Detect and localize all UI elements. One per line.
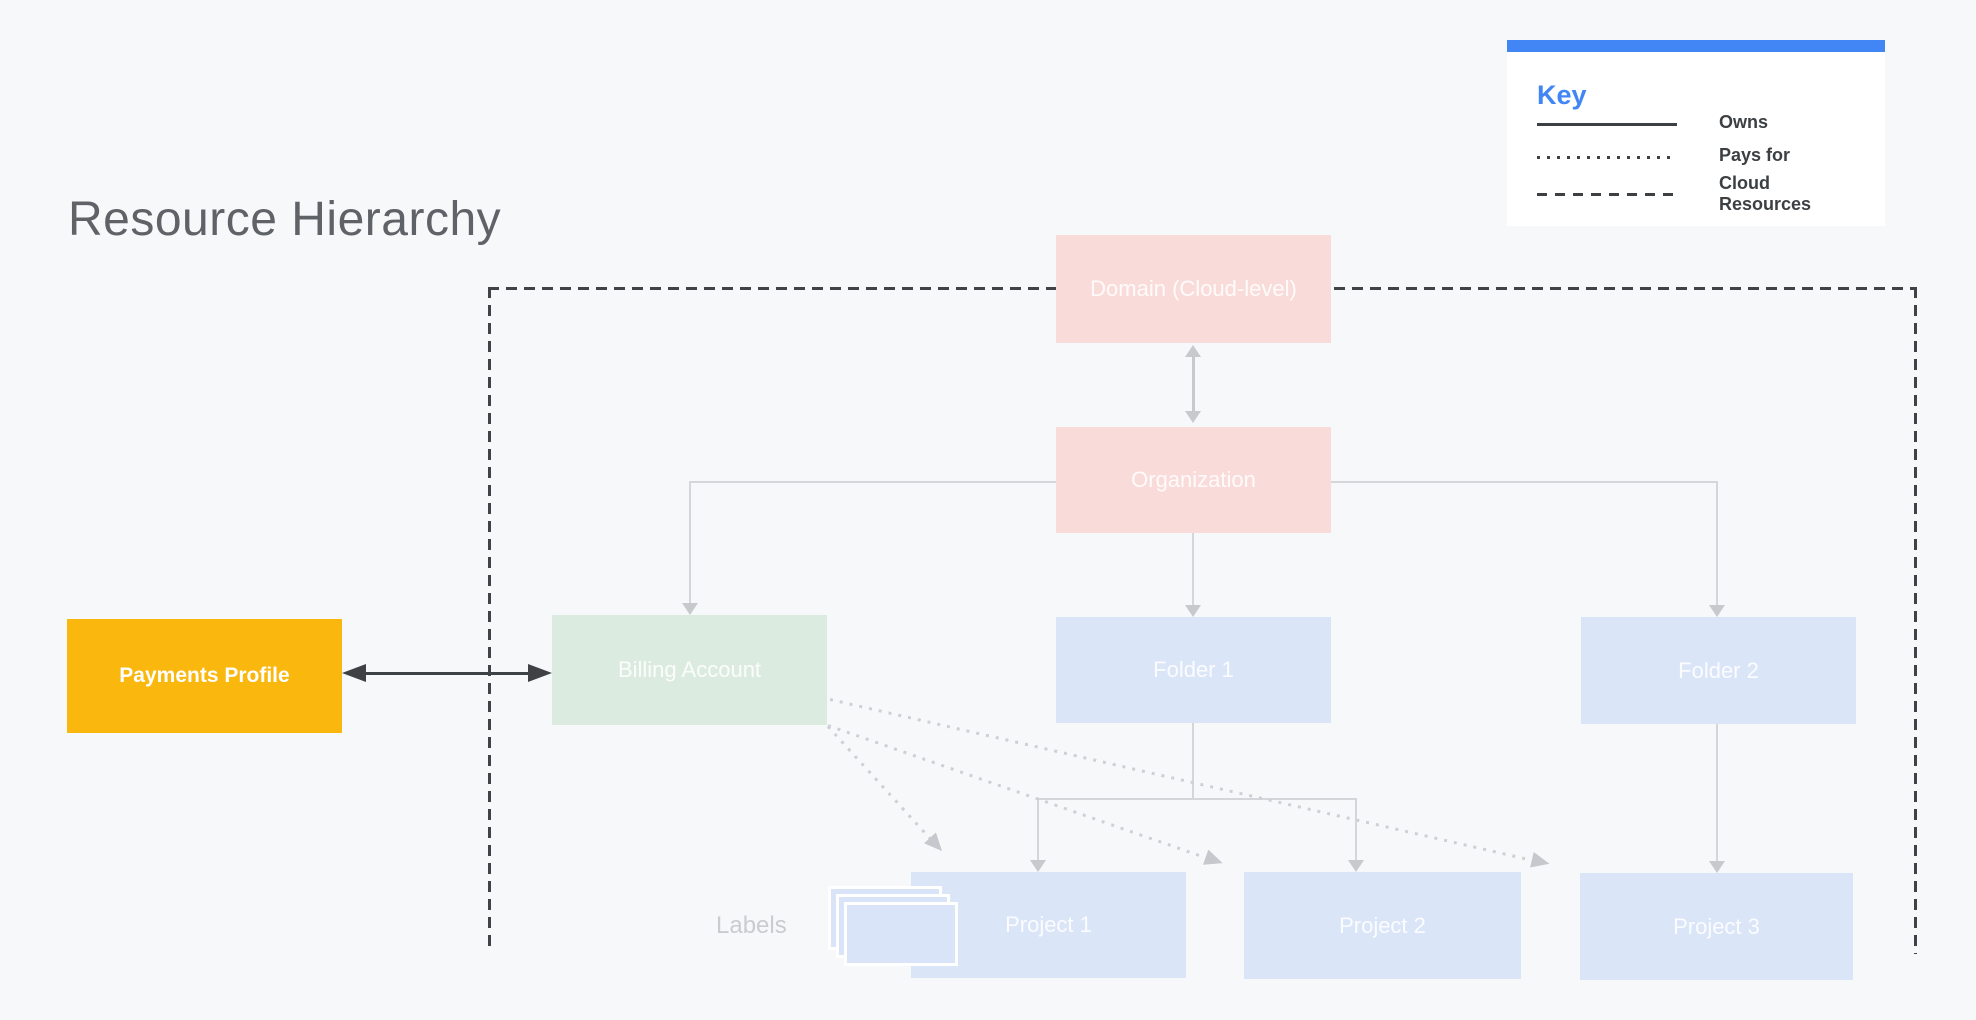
- org-to-folder1-line: [1192, 533, 1194, 606]
- node-organization: Organization: [1056, 427, 1331, 533]
- node-payments-profile: Payments Profile: [67, 619, 342, 733]
- node-folder-2-label: Folder 2: [1678, 657, 1759, 683]
- node-project-1-label: Project 1: [1005, 912, 1092, 937]
- legend-accent-bar: [1507, 40, 1885, 52]
- page-title: Resource Hierarchy: [68, 193, 502, 246]
- org-to-billing-line: [689, 481, 691, 605]
- node-project-3: Project 3: [1580, 873, 1853, 980]
- legend-label-cloud-resources: Cloud Resources: [1719, 173, 1812, 214]
- node-folder-2: Folder 2: [1581, 617, 1856, 724]
- folder1-stem-line: [1192, 723, 1194, 798]
- org-to-folder2-arrowhead: [1709, 605, 1725, 617]
- cloud-boundary-right: [1914, 287, 1917, 954]
- legend-panel: Key Owns Pays for Cloud Resources: [1507, 40, 1885, 226]
- org-to-folder2-line: [1716, 481, 1718, 607]
- org-to-billing-arrowhead: [682, 603, 698, 615]
- folder2-to-project3-line: [1716, 724, 1718, 862]
- node-organization-label: Organization: [1131, 467, 1256, 492]
- pays-for-project3-arrowhead: [1530, 851, 1552, 872]
- node-folder-1: Folder 1: [1056, 617, 1331, 723]
- folder2-to-project3-arrowhead: [1709, 861, 1725, 873]
- legend-title: Key: [1537, 80, 1587, 110]
- legend-dotted-line-sample: [1537, 156, 1677, 159]
- folder1-to-project1-arrowhead: [1030, 860, 1046, 872]
- legend-label-pays-for: Pays for: [1719, 145, 1791, 165]
- labels-caption: Labels: [716, 912, 787, 939]
- node-domain: Domain (Cloud-level): [1056, 235, 1331, 343]
- labels-card-front-icon: [844, 902, 958, 966]
- arrowhead-right-icon: [528, 664, 552, 682]
- domain-org-line: [1192, 352, 1195, 418]
- node-folder-1-label: Folder 1: [1153, 657, 1234, 682]
- pays-for-project1-arrowhead: [924, 832, 949, 857]
- legend-label-owns: Owns: [1719, 112, 1769, 132]
- node-project-2-label: Project 2: [1339, 912, 1426, 938]
- node-payments-profile-label: Payments Profile: [119, 664, 290, 687]
- pays-for-project2-arrowhead: [1203, 849, 1226, 871]
- cloud-boundary-left: [488, 287, 491, 947]
- folder1-branch-line: [1037, 798, 1356, 800]
- arrowhead-left-icon: [342, 664, 366, 682]
- folder1-to-project2-arrowhead: [1348, 860, 1364, 872]
- folder1-to-project2-line: [1355, 798, 1357, 861]
- domain-org-arrowhead-up: [1185, 345, 1201, 357]
- node-domain-label: Domain (Cloud-level): [1090, 276, 1297, 301]
- org-to-folder1-arrowhead: [1185, 605, 1201, 617]
- payments-billing-arrow: [342, 660, 552, 686]
- node-billing-account-label: Billing Account: [617, 657, 762, 682]
- legend-solid-line-sample: [1537, 123, 1677, 126]
- node-billing-account: Billing Account: [552, 615, 827, 725]
- folder1-to-project1-line: [1037, 798, 1039, 861]
- domain-org-arrowhead-down: [1185, 411, 1201, 423]
- arrow-shaft: [358, 672, 536, 675]
- node-project-3-label: Project 3: [1673, 913, 1760, 939]
- node-project-2: Project 2: [1244, 872, 1521, 979]
- legend-dashed-line-sample: [1537, 193, 1677, 196]
